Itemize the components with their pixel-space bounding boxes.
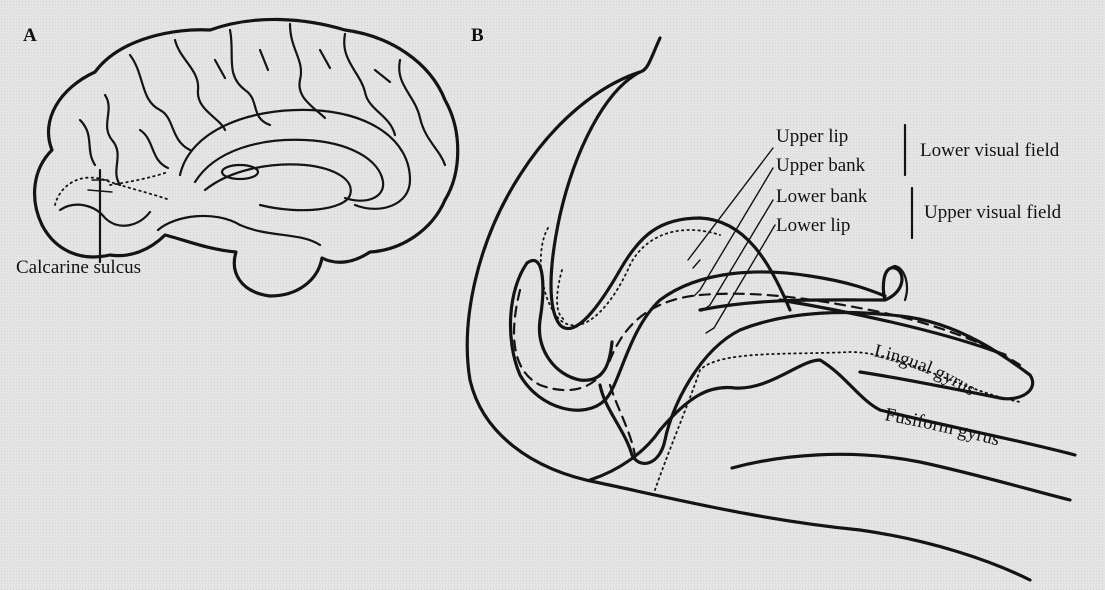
lower-lip-label: Lower lip: [776, 216, 850, 235]
lower-loop-line: [510, 263, 885, 410]
medial-brain-sketch: [35, 19, 458, 296]
lingual-gyrus-label: Lingual gyrus: [872, 340, 979, 400]
upper-visual-field-label: Upper visual field: [924, 203, 1061, 222]
calcarine-sulcus-dots: [55, 178, 170, 205]
lower-bank-label: Lower bank: [776, 187, 867, 206]
panel-a-letter: A: [23, 26, 37, 45]
panel-b-letter: B: [471, 26, 484, 45]
brain-outline: [35, 19, 458, 296]
upper-lip-label: Upper lip: [776, 127, 848, 146]
fusiform-gyrus-text: Fusiform gyrus: [883, 404, 1002, 450]
calcarine-detail-sketch: [467, 38, 1075, 580]
lower-visual-field-label: Lower visual field: [920, 141, 1059, 160]
lingual-gyrus-text: Lingual gyrus: [872, 340, 979, 400]
fusiform-gyrus-label: Fusiform gyrus: [883, 404, 1002, 450]
calcarine-sulcus-label: Calcarine sulcus: [16, 258, 141, 277]
upper-bank-label: Upper bank: [776, 156, 865, 175]
